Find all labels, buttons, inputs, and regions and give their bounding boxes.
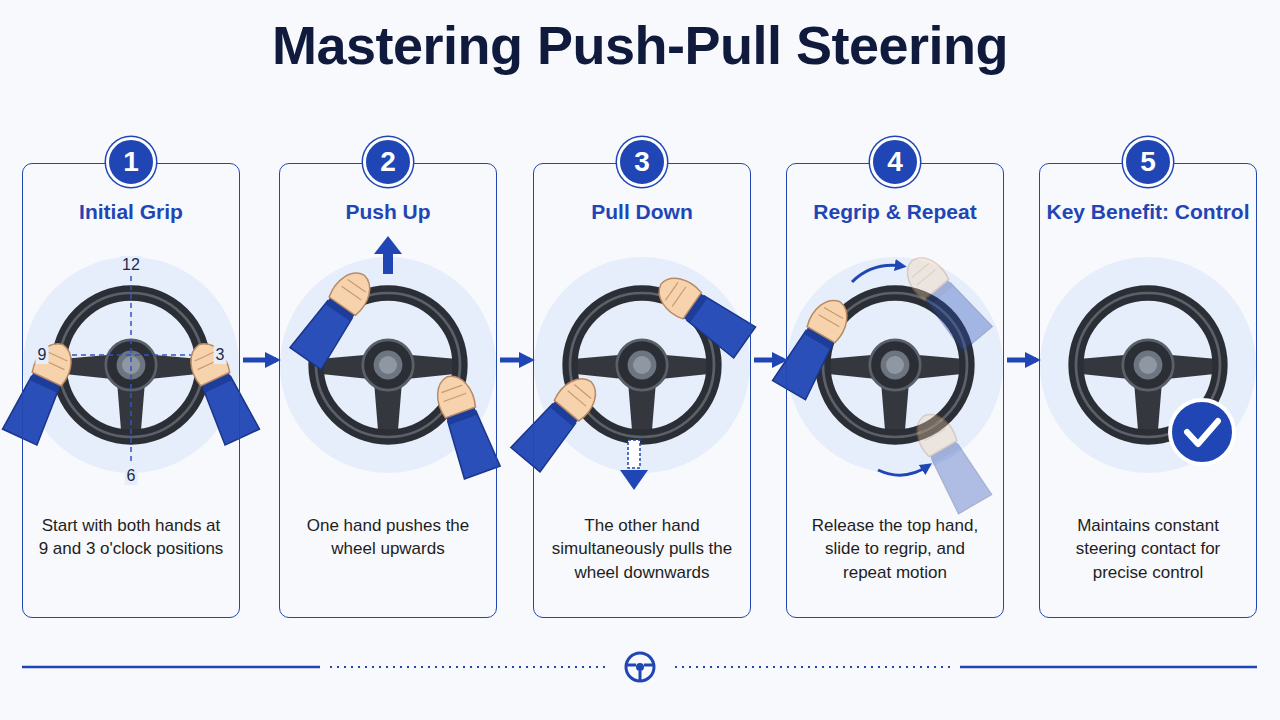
clock-position: 3 xyxy=(214,346,227,364)
step-number: 5 xyxy=(1140,148,1156,176)
step-description: Release the top hand, slide to regrip, a… xyxy=(799,514,991,584)
diagram-title: Mastering Push-Pull Steering xyxy=(0,14,1280,76)
step-number: 4 xyxy=(887,148,903,176)
steering-wheel-grip xyxy=(3,276,260,463)
step-number-circle: 4 xyxy=(870,137,920,187)
illustration-grounds xyxy=(23,257,1256,473)
step-panel: Regrip & RepeatRelease the top hand, sli… xyxy=(786,163,1004,618)
step-heading: Key Benefit: Control xyxy=(1046,200,1250,224)
step-panel: Key Benefit: ControlMaintains constant s… xyxy=(1039,163,1257,618)
step-number-circle: 5 xyxy=(1123,137,1173,187)
step-description: One hand pushes the wheel upwards xyxy=(292,514,484,561)
step-number-circle: 3 xyxy=(617,137,667,187)
step-number-circle: 2 xyxy=(363,137,413,187)
clock-position: 6 xyxy=(125,467,138,485)
step-description: The other hand simultaneously pulls the … xyxy=(546,514,738,584)
step-number: 1 xyxy=(123,148,139,176)
step-heading: Pull Down xyxy=(540,200,744,224)
clock-position: 9 xyxy=(36,346,49,364)
step-number: 2 xyxy=(380,148,396,176)
flow-arrow xyxy=(1007,358,1036,363)
step-description: Maintains constant steering contact for … xyxy=(1052,514,1244,584)
steering-wheel-regrip xyxy=(773,248,993,513)
clock-position: 12 xyxy=(120,256,142,274)
step-number: 3 xyxy=(634,148,650,176)
step-panel: Push Up One hand pushes the wheel upwards… xyxy=(279,163,497,618)
footer-rule xyxy=(22,653,1257,681)
step-number-circle: 1 xyxy=(106,137,156,187)
step-panel: Initial GripStart with both hands at 9 a… xyxy=(22,163,240,618)
step-heading: Initial Grip xyxy=(29,200,233,224)
flow-arrow xyxy=(754,358,783,363)
flow-arrow xyxy=(243,358,276,363)
step-description: Start with both hands at 9 and 3 o'clock… xyxy=(35,514,227,561)
step-panel: Pull DownThe other hand simultaneously p… xyxy=(533,163,751,618)
steering-wheel-push xyxy=(290,236,500,479)
step-heading: Regrip & Repeat xyxy=(793,200,997,224)
steering-wheel-pull xyxy=(511,268,756,490)
step-heading: Push Up xyxy=(286,200,490,224)
steering-wheel-control xyxy=(1076,293,1234,464)
flow-arrow xyxy=(500,358,530,363)
